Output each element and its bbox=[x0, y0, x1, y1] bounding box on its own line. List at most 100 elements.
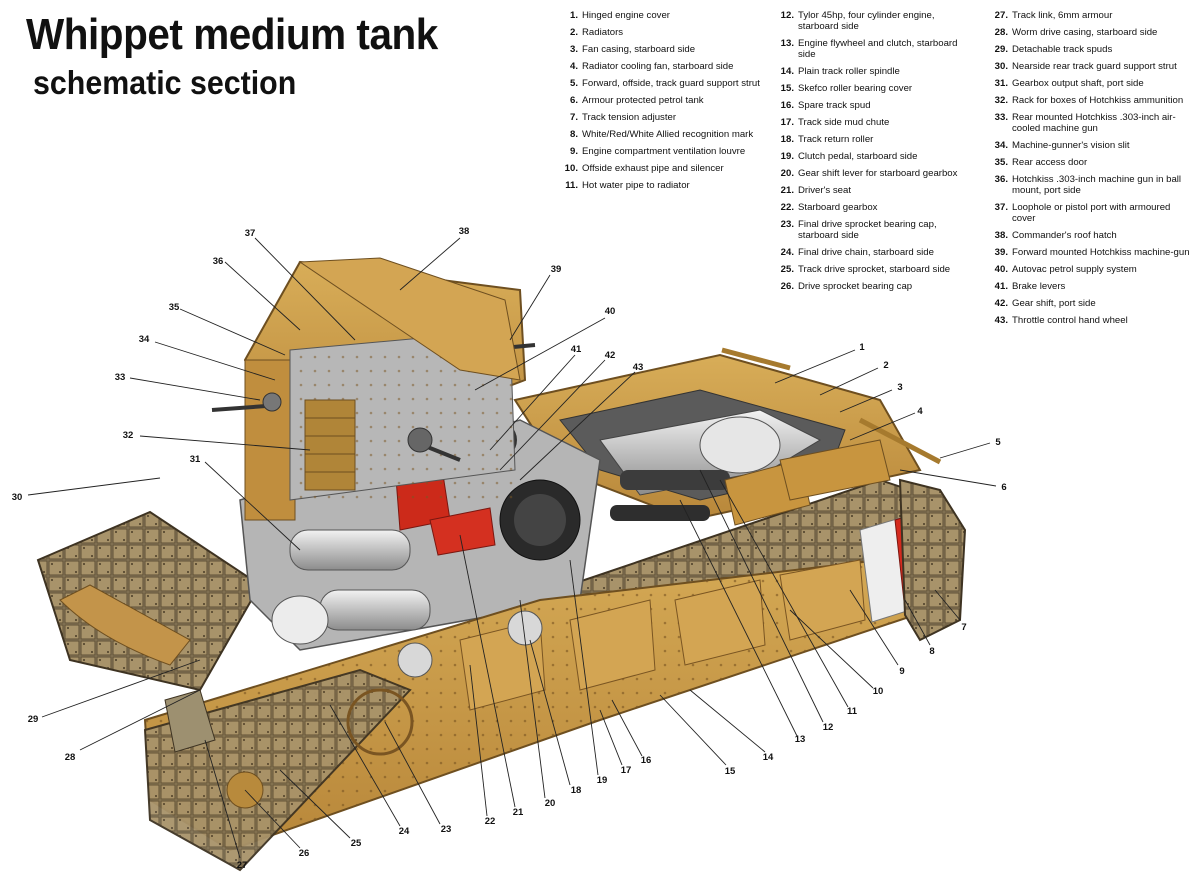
legend-item-number: 38. bbox=[994, 230, 1008, 241]
legend-item-number: 11. bbox=[565, 180, 578, 191]
legend-item-number: 39. bbox=[994, 247, 1008, 258]
legend-item-number: 29. bbox=[994, 44, 1008, 55]
legend-item-text: Engine compartment ventilation louvre bbox=[582, 146, 746, 157]
legend-item: 30. Nearside rear track guard support str… bbox=[990, 61, 1190, 72]
callout-number: 29 bbox=[28, 714, 39, 725]
turret-superstructure bbox=[211, 257, 536, 521]
legend-item: 22.Starboard gearbox bbox=[776, 202, 976, 213]
engine-deck bbox=[513, 347, 942, 526]
callout-number: 33 bbox=[115, 372, 126, 383]
legend-item-number: 5. bbox=[569, 78, 578, 89]
callout-number: 25 bbox=[351, 838, 362, 849]
legend-item-text: Autovac petrol supply system bbox=[1012, 264, 1137, 275]
legend-item: 24.Final drive chain, starboard side bbox=[776, 247, 976, 258]
legend-item-text: White/Red/White Allied recognition mark bbox=[582, 129, 754, 140]
callout-number: 11 bbox=[847, 706, 858, 717]
legend-item: 33.Rear mounted Hotchkiss .303-inch air-… bbox=[990, 112, 1190, 134]
legend-item-number: 24. bbox=[780, 247, 794, 258]
legend-item-text: Fan casing, starboard side bbox=[582, 44, 696, 55]
legend-item-number: 2. bbox=[569, 27, 578, 38]
legend-item: 36. Hotchkiss .303-inch machine gun in ba… bbox=[990, 174, 1190, 196]
legend-column-2: 12.Tylor 45hp, four cylinder engine, sta… bbox=[776, 10, 976, 298]
callout-number: 22 bbox=[485, 816, 496, 827]
legend-item: 23.Final drive sprocket bearing cap, sta… bbox=[776, 219, 976, 241]
legend-item-text: Hotchkiss .303-inch machine gun in ball … bbox=[1012, 174, 1182, 196]
legend-item-text: Detachable track spuds bbox=[1012, 44, 1113, 55]
legend-item: 6.Armour protected petrol tank bbox=[560, 95, 765, 106]
legend-item: 16.Spare track spud bbox=[776, 100, 976, 111]
legend-item-number: 7. bbox=[569, 112, 578, 123]
legend-item-number: 32. bbox=[994, 95, 1008, 106]
callout-number: 4 bbox=[917, 406, 923, 417]
legend-item-text: Hinged engine cover bbox=[582, 10, 671, 21]
legend-item-number: 35. bbox=[994, 157, 1008, 168]
callout-number: 43 bbox=[633, 362, 644, 373]
callout-number: 28 bbox=[65, 752, 76, 763]
callout-number: 21 bbox=[513, 807, 524, 818]
legend-item: 15.Skefco roller bearing cover bbox=[776, 83, 976, 94]
legend-item: 38.Commander's roof hatch bbox=[990, 230, 1190, 241]
legend-item-text: Drive sprocket bearing cap bbox=[798, 281, 913, 292]
legend-item-number: 33. bbox=[994, 112, 1008, 123]
callout-number: 15 bbox=[725, 766, 736, 777]
callout-number: 30 bbox=[12, 492, 23, 503]
legend-item-number: 41. bbox=[994, 281, 1008, 292]
legend-item-text: Track link, 6mm armour bbox=[1012, 10, 1113, 21]
legend-item: 29. Detachable track spuds bbox=[990, 44, 1190, 55]
legend-item-text: Radiators bbox=[582, 27, 624, 38]
legend-item-number: 18. bbox=[780, 134, 794, 145]
legend-item-number: 3. bbox=[569, 44, 578, 55]
legend-item-number: 34. bbox=[994, 140, 1008, 151]
legend-item: 19.Clutch pedal, starboard side bbox=[776, 151, 976, 162]
legend-item-number: 36. bbox=[994, 174, 1008, 185]
legend-item: 5.Forward, offside, track guard support … bbox=[560, 78, 765, 89]
legend-item-text: Nearside rear track guard support strut bbox=[1012, 61, 1177, 72]
legend-item: 4.Radiator cooling fan, starboard side bbox=[560, 61, 765, 72]
callout-number: 26 bbox=[299, 848, 310, 859]
legend-item-text: Machine-gunner's vision slit bbox=[1012, 140, 1130, 151]
legend-item-text: Forward mounted Hotchkiss machine-gun bbox=[1012, 247, 1190, 258]
legend-item-text: Tylor 45hp, four cylinder engine, starbo… bbox=[798, 10, 935, 32]
legend-item-number: 37. bbox=[994, 202, 1008, 213]
legend-item-number: 23. bbox=[780, 219, 794, 230]
legend-item-number: 16. bbox=[780, 100, 794, 111]
callout-number: 32 bbox=[123, 430, 134, 441]
legend-item-text: Gearbox output shaft, port side bbox=[1012, 78, 1144, 89]
legend-item-number: 17. bbox=[780, 117, 794, 128]
callout-number: 27 bbox=[237, 860, 248, 871]
legend-item: 21.Driver's seat bbox=[776, 185, 976, 196]
legend-item-number: 19. bbox=[780, 151, 794, 162]
callout-number: 35 bbox=[169, 302, 180, 313]
legend-item-number: 6. bbox=[569, 95, 578, 106]
legend-item-text: Track return roller bbox=[798, 134, 874, 145]
legend-item-text: Gear shift lever for starboard gearbox bbox=[798, 168, 958, 179]
legend-item-text: Brake levers bbox=[1012, 281, 1066, 292]
callout-number: 36 bbox=[213, 256, 224, 267]
callout-number: 9 bbox=[899, 666, 904, 677]
legend-item-text: Offside exhaust pipe and silencer bbox=[582, 163, 724, 174]
legend-item-text: Hot water pipe to radiator bbox=[582, 180, 690, 191]
legend-item-number: 20. bbox=[780, 168, 794, 179]
legend-item: 41. Brake levers bbox=[990, 281, 1190, 292]
legend-item-number: 30. bbox=[994, 61, 1008, 72]
callout-number: 23 bbox=[441, 824, 452, 835]
legend-item-text: Gear shift, port side bbox=[1012, 298, 1096, 309]
callout-number: 34 bbox=[139, 334, 150, 345]
callout-leader-lines bbox=[27, 237, 997, 859]
legend-item-number: 4. bbox=[569, 61, 578, 72]
callout-number: 31 bbox=[190, 454, 201, 465]
callout-number: 42 bbox=[605, 350, 616, 361]
legend-item: 11. Hot water pipe to radiator bbox=[560, 180, 765, 191]
callout-number: 7 bbox=[961, 622, 966, 633]
callout-number: 24 bbox=[399, 826, 410, 837]
ammunition-rack bbox=[304, 399, 356, 491]
callout-number: 17 bbox=[621, 765, 632, 776]
legend-item-number: 15. bbox=[780, 83, 794, 94]
legend-item-number: 31. bbox=[994, 78, 1008, 89]
legend-item: 39. Forward mounted Hotchkiss machine-gun bbox=[990, 247, 1190, 258]
callout-number: 41 bbox=[571, 344, 582, 355]
callout-number: 3 bbox=[897, 382, 902, 393]
callout-number: 14 bbox=[763, 752, 774, 763]
